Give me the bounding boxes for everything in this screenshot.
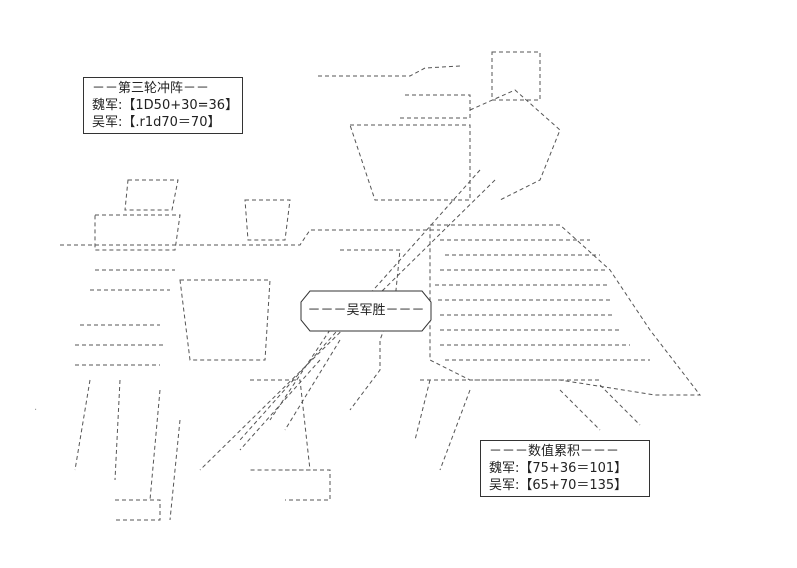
horse-front (340, 249, 401, 411)
rider-arm (469, 89, 561, 201)
wei-total-line: 魏军:【75+36＝101】 (489, 460, 641, 477)
horse-body (429, 224, 702, 396)
rider-blade (318, 65, 461, 77)
wu-total-value: 【65+70＝135】 (519, 478, 628, 493)
victory-banner: －－－吴军胜－－－ (300, 290, 432, 332)
soldier-grid (75, 269, 175, 366)
rider-helmet (491, 51, 541, 101)
rider-lance-1 (239, 169, 481, 441)
wei-label: 魏军: (92, 98, 123, 113)
soldier-helmet (124, 179, 179, 211)
wu-roll-value: 【.r1d70＝70】 (122, 115, 221, 130)
horse-rows (420, 239, 650, 381)
svg-text:.: . (34, 402, 37, 413)
banner-frame (300, 290, 432, 332)
wei-roll-line: 魏军:【1D50+30=36】 (92, 97, 238, 114)
round-result-box: －－第三轮冲阵－－ 魏军:【1D50+30=36】 吴军:【.r1d70＝70】 (83, 77, 243, 134)
wei-total-value: 【75+36＝101】 (519, 461, 628, 476)
wu-total-line: 吴军:【65+70＝135】 (489, 477, 641, 494)
wei-total-label: 魏军: (489, 461, 520, 476)
warrior-center (244, 199, 311, 471)
rider-torso (349, 124, 471, 201)
slash-lines (239, 329, 341, 451)
round-title: －－第三轮冲阵－－ (92, 81, 210, 96)
soldier-body (94, 214, 181, 251)
horse-legs (414, 379, 641, 471)
wu-total-label: 吴军: (489, 478, 520, 493)
wei-roll-value: 【1D50+30=36】 (122, 98, 239, 113)
rider-head (400, 94, 471, 119)
shield (179, 279, 271, 361)
soldier-legs (74, 379, 181, 521)
total-title: －－－数值累积－－－ (489, 444, 620, 459)
victory-text: －－－吴军胜－－－ (307, 303, 425, 318)
cumulative-total-box: －－－数值累积－－－ 魏军:【75+36＝101】 吴军:【65+70＝135】 (480, 440, 650, 497)
soldier-spear (60, 229, 440, 246)
wu-roll-line: 吴军:【.r1d70＝70】 (92, 114, 234, 131)
bottom-feet (115, 469, 331, 521)
wu-label: 吴军: (92, 115, 123, 130)
